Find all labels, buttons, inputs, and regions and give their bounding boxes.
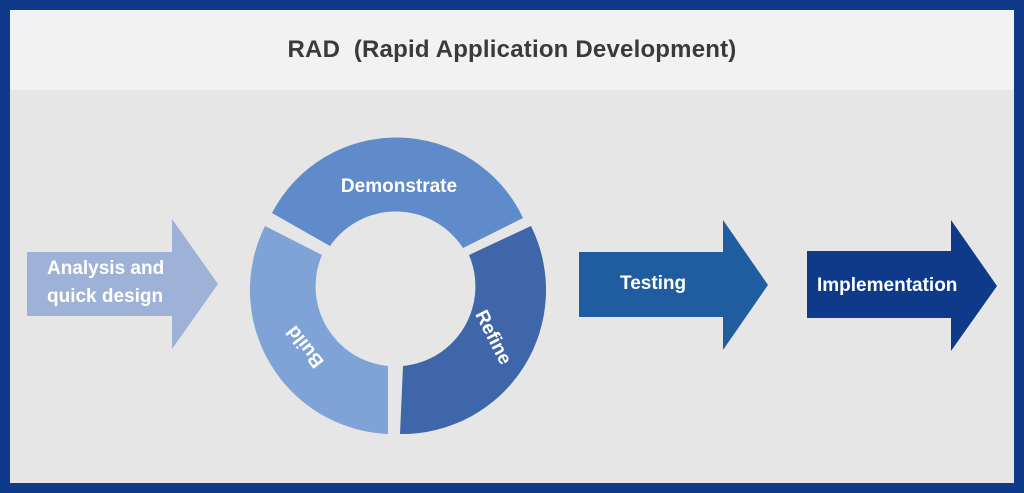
- build-segment: [249, 226, 388, 434]
- analysis-label-line1: Analysis and: [47, 258, 164, 279]
- title-bar: RAD (Rapid Application Development): [10, 10, 1014, 90]
- analysis-arrow: [27, 219, 218, 349]
- analysis-label-line2: quick design: [47, 286, 163, 307]
- implementation-arrow: [807, 220, 997, 351]
- testing-arrow: [579, 220, 768, 350]
- demonstrate-segment: [272, 137, 523, 248]
- refine-segment: [400, 226, 547, 435]
- demonstrate-label: Demonstrate: [341, 176, 457, 197]
- implementation-label: Implementation: [817, 275, 957, 296]
- testing-label: Testing: [620, 273, 686, 294]
- diagram-title: RAD (Rapid Application Development): [287, 36, 737, 63]
